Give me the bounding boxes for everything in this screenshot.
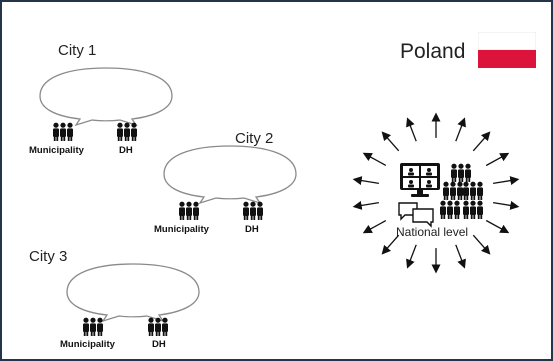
outward-arrow [492, 200, 520, 210]
city-3-dh-label: DH [152, 339, 166, 350]
city-1-municipality-label: Municipality [29, 145, 84, 156]
country-title: Poland [400, 40, 466, 63]
city-2-municipality-label: Municipality [154, 224, 209, 235]
people-group-icon [243, 201, 263, 220]
speech-bubble-icon [66, 263, 200, 323]
outward-arrow [362, 220, 387, 234]
outward-arrow [485, 219, 510, 234]
outward-arrow [485, 152, 510, 167]
national-level-label: National level [396, 225, 469, 239]
outward-arrow [472, 234, 491, 255]
outward-arrow [406, 244, 417, 269]
monitor-video-call-icon [400, 163, 440, 197]
speech-bubble-icon [39, 67, 173, 127]
outward-arrow [472, 131, 491, 152]
outward-arrow [381, 131, 400, 152]
outward-arrow [352, 200, 380, 210]
city-3-municipality-label: Municipality [60, 339, 115, 350]
outward-arrow [492, 176, 520, 186]
people-group-icon [117, 122, 137, 141]
people-group-icon [148, 317, 168, 336]
city-3-title: City 3 [29, 248, 68, 265]
outward-arrow [352, 176, 380, 186]
people-group-icon [179, 201, 199, 220]
outward-arrow [362, 152, 387, 166]
speech-bubble-icon [163, 145, 297, 205]
city-2-dh-label: DH [245, 224, 259, 235]
outward-arrow [455, 244, 466, 269]
people-group-icon [83, 317, 103, 336]
crowd-icon [440, 163, 483, 219]
city-1-dh-label: DH [119, 145, 133, 156]
arrow-ring [352, 112, 520, 274]
outward-arrow [455, 117, 466, 142]
city-2-title: City 2 [235, 130, 274, 147]
people-group-icon [53, 122, 73, 141]
poland-flag-icon [478, 32, 536, 68]
chat-bubbles-icon [398, 202, 434, 228]
broadcast-arrows [352, 112, 520, 274]
outward-arrow [406, 117, 417, 142]
outward-arrow [381, 234, 400, 255]
city-1-title: City 1 [58, 42, 97, 59]
